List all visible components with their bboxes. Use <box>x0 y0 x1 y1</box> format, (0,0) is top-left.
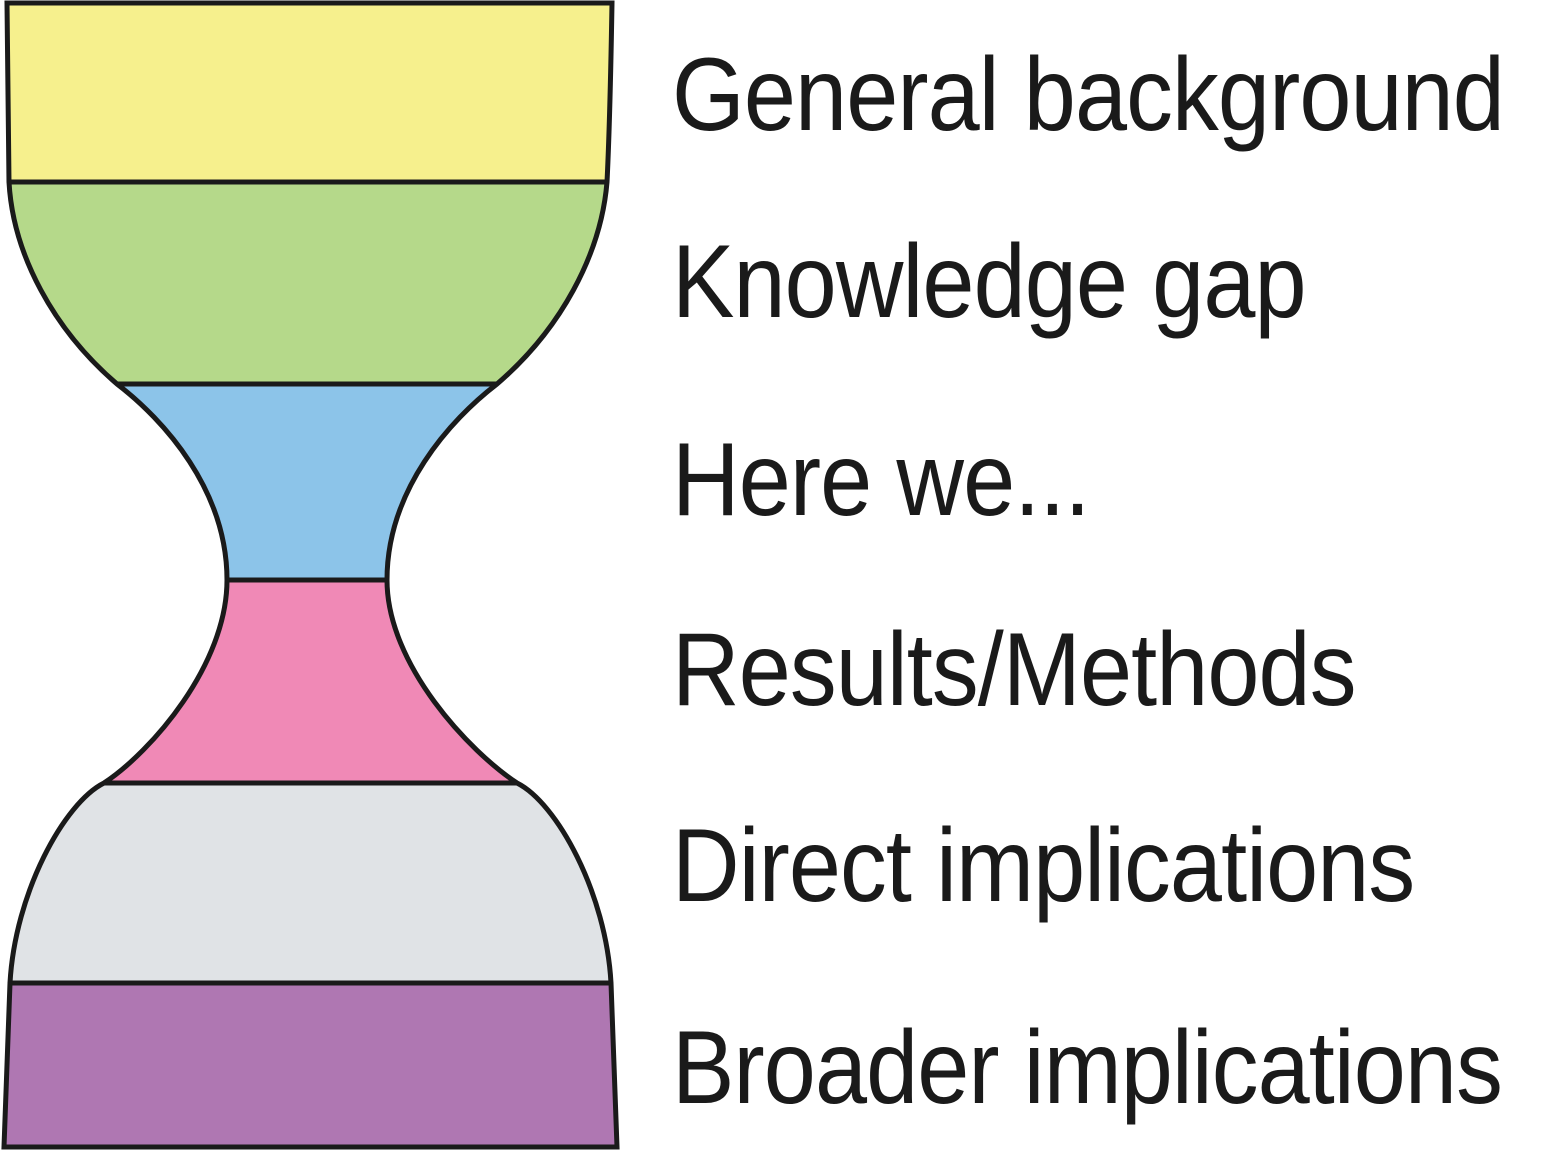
band-direct-implications <box>4 783 617 983</box>
stage-labels: General background Knowledge gap Here we… <box>672 0 1555 1152</box>
label-here-we: Here we... <box>672 422 1090 538</box>
label-broader-implications: Broader implications <box>672 1010 1503 1126</box>
label-direct-implications: Direct implications <box>672 808 1415 924</box>
label-knowledge-gap: Knowledge gap <box>672 224 1307 340</box>
band-knowledge-gap <box>4 182 617 384</box>
hourglass-shape <box>1 0 620 1150</box>
band-here-we <box>4 384 617 580</box>
hourglass-outline <box>1 0 620 1150</box>
band-general-background <box>4 3 617 185</box>
band-results-methods <box>4 580 617 783</box>
band-broader-implications <box>4 983 617 1147</box>
label-general-background: General background <box>672 37 1505 153</box>
label-results-methods: Results/Methods <box>672 612 1357 728</box>
